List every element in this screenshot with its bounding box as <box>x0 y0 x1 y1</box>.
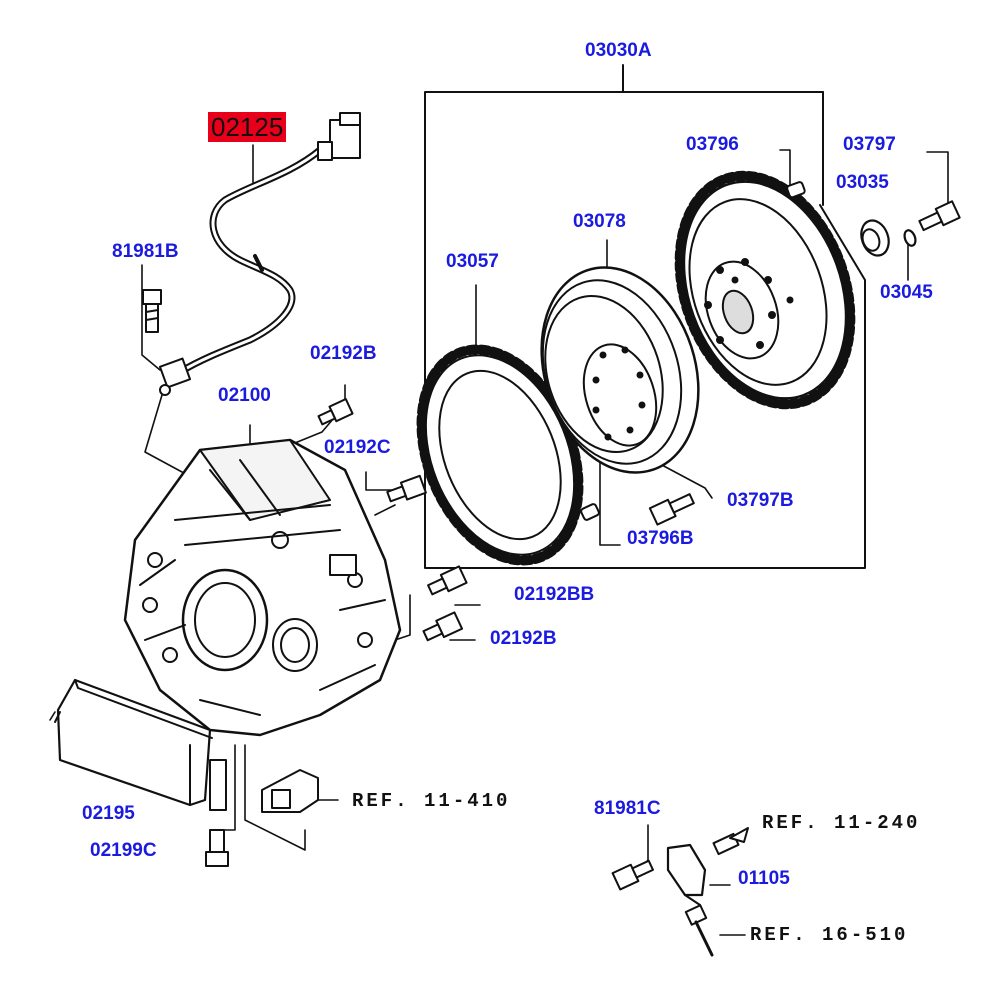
bolt-81981B <box>142 289 162 333</box>
part-label-03078[interactable]: 03078 <box>573 211 626 232</box>
part-label-03035[interactable]: 03035 <box>836 172 889 193</box>
part-label-03045[interactable]: 03045 <box>880 282 933 303</box>
part-label-02192B-bottom[interactable]: 02192B <box>490 628 557 649</box>
bolt-02199C <box>205 829 229 867</box>
ref-note-11-410[interactable]: REF. 11-410 <box>352 790 511 812</box>
part-label-02125-highlighted[interactable]: 02125 <box>208 112 287 142</box>
part-label-03796[interactable]: 03796 <box>686 134 739 155</box>
part-label-81981B[interactable]: 81981B <box>112 241 179 262</box>
dowel-03796 <box>786 181 806 199</box>
leader-lines <box>49 144 949 936</box>
group-bracket-03030A <box>424 64 866 569</box>
part-label-03797B[interactable]: 03797B <box>727 490 794 511</box>
cover-02195 <box>54 678 227 811</box>
flywheel-03030A <box>674 170 856 410</box>
bolt-02192BB <box>427 565 468 596</box>
part-label-02199C[interactable]: 02199C <box>90 840 157 861</box>
bearing-03035 <box>860 219 890 257</box>
part-label-81981C[interactable]: 81981C <box>594 798 661 819</box>
sensor-01105 <box>666 827 749 957</box>
ref-note-16-510[interactable]: REF. 16-510 <box>750 924 909 946</box>
part-label-03797[interactable]: 03797 <box>843 134 896 155</box>
plate-03078 <box>540 266 700 474</box>
part-label-02192B-top[interactable]: 02192B <box>310 343 377 364</box>
part-label-01105[interactable]: 01105 <box>738 868 790 889</box>
bolt-02192B-bottom <box>422 611 464 642</box>
part-label-02192C[interactable]: 02192C <box>324 437 391 458</box>
sensor-cable-harness <box>158 112 361 396</box>
part-label-02195[interactable]: 02195 <box>82 803 135 824</box>
part-label-03796B[interactable]: 03796B <box>627 528 694 549</box>
bolt-02192B-top <box>317 398 354 426</box>
part-label-03030A[interactable]: 03030A <box>585 40 652 61</box>
part-label-03057[interactable]: 03057 <box>446 251 499 272</box>
bell-housing-02100 <box>123 438 402 737</box>
bolt-03797B <box>648 493 695 526</box>
dowel-03796B <box>580 503 600 521</box>
bolt-03797 <box>918 200 961 232</box>
part-label-02192BB[interactable]: 02192BB <box>514 584 595 605</box>
part-label-02100[interactable]: 02100 <box>218 385 271 406</box>
bolt-81981C <box>611 859 654 891</box>
ref-note-11-240[interactable]: REF. 11-240 <box>762 812 921 834</box>
bolt-02192C <box>386 474 427 503</box>
bracket-ref-11-410 <box>261 769 319 813</box>
washer-03045 <box>903 229 917 247</box>
